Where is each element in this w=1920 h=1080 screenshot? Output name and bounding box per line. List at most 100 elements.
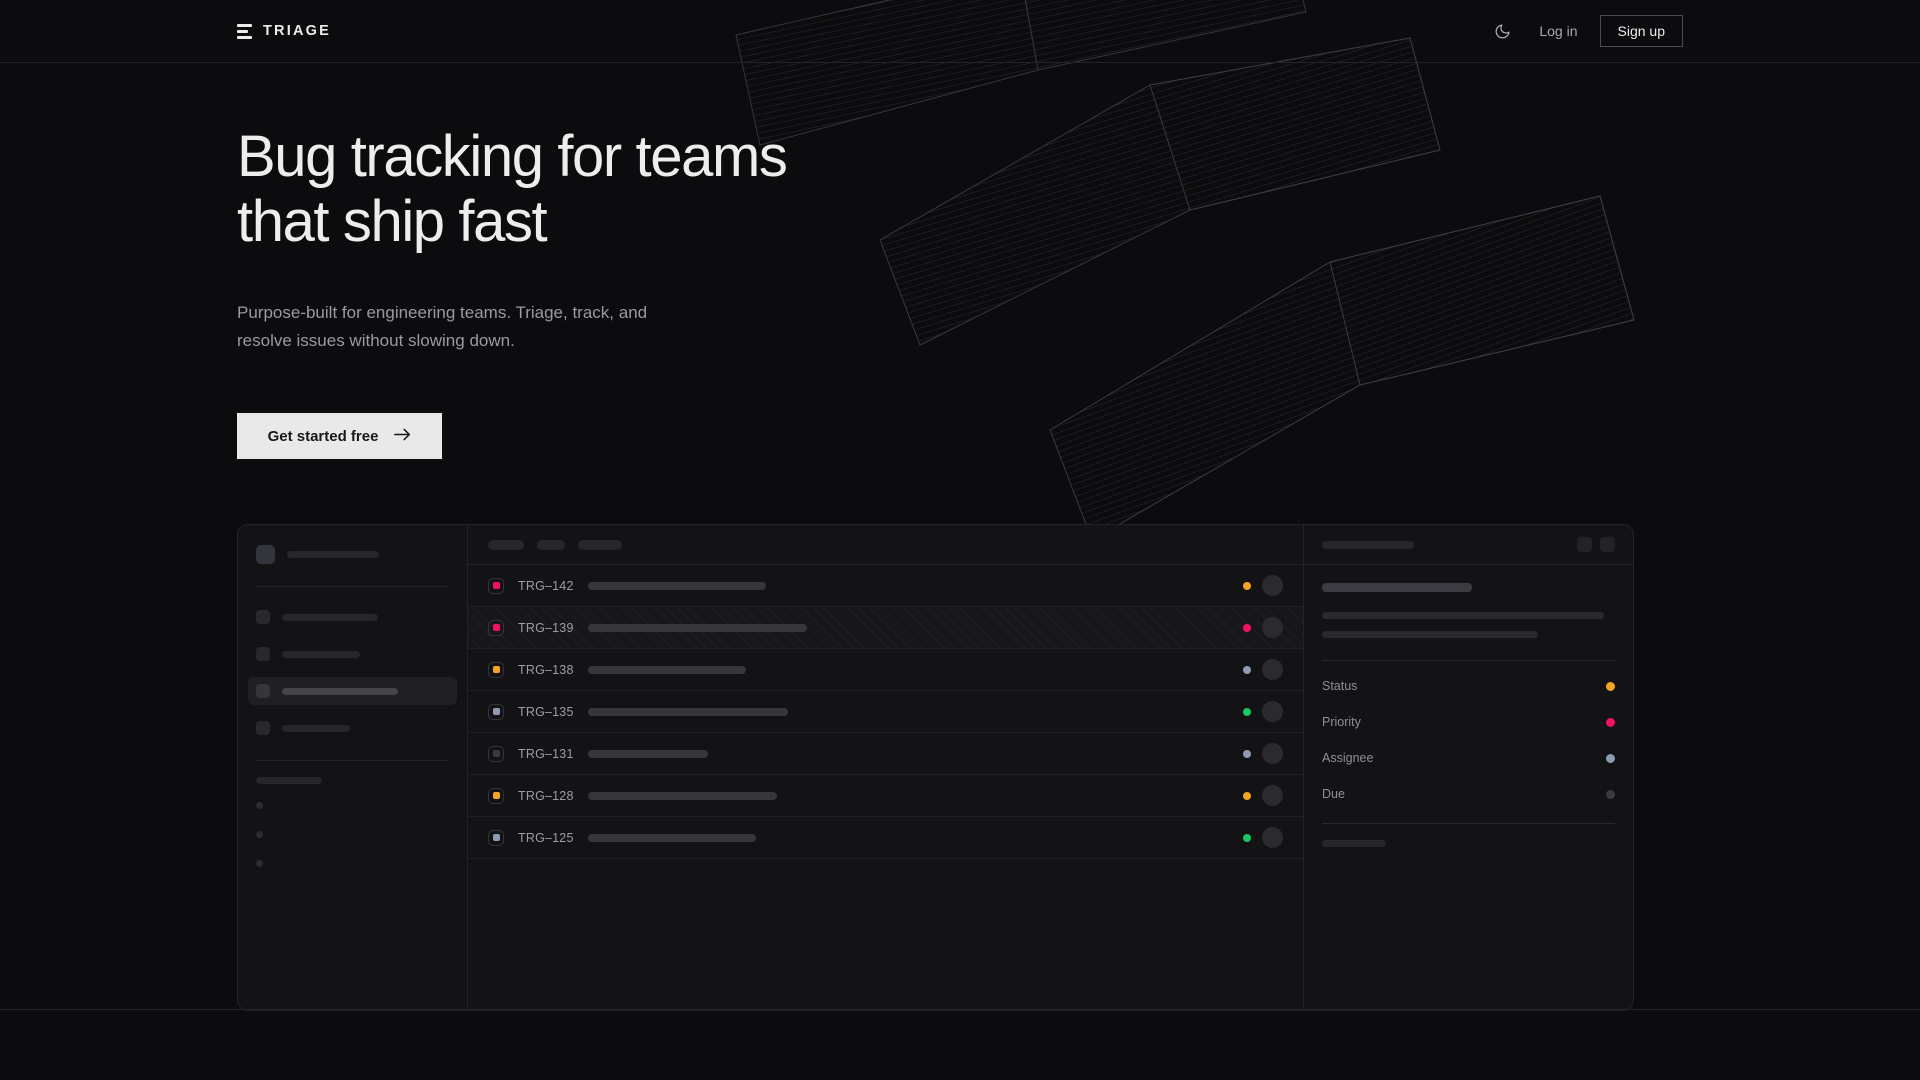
brand-name: TRIAGE	[263, 23, 331, 39]
top-navigation-bar: TRIAGE Log in Sign up	[0, 0, 1920, 63]
issue-title-placeholder	[588, 581, 766, 590]
assignee-avatar	[1262, 785, 1283, 806]
filter-chip-2[interactable]	[537, 539, 565, 550]
priority-badge	[488, 577, 504, 594]
sidebar-mini-item-3[interactable]	[256, 860, 449, 867]
sidebar-item-2-label	[282, 650, 360, 658]
product-screenshot-mockup: TRG–142 TRG–139 TRG–138	[237, 524, 1634, 1011]
sidebar-item-1[interactable]	[248, 603, 457, 631]
sidebar-item-4-icon	[256, 721, 270, 735]
status-dot	[1243, 791, 1251, 800]
filter-chip-1[interactable]	[488, 539, 524, 550]
issue-id: TRG–135	[518, 704, 574, 719]
brand-logo[interactable]: TRIAGE	[237, 23, 331, 39]
workspace-label-placeholder	[287, 551, 379, 558]
status-dot	[1243, 833, 1251, 842]
sidebar-mini-item-2[interactable]	[256, 831, 449, 838]
issue-title-placeholder	[588, 665, 746, 674]
property-value-dot	[1606, 753, 1615, 763]
table-row[interactable]: TRG–139	[468, 607, 1303, 649]
property-row-due[interactable]: Due	[1322, 787, 1615, 801]
sidebar-item-4[interactable]	[248, 714, 457, 742]
assignee-avatar	[1262, 743, 1283, 764]
property-label: Assignee	[1322, 751, 1374, 765]
detail-action-1-icon[interactable]	[1577, 537, 1592, 552]
sidebar-divider-bottom	[256, 760, 449, 761]
priority-badge	[488, 661, 504, 678]
priority-badge	[488, 787, 504, 804]
status-dot	[1243, 581, 1251, 590]
status-dot	[1243, 623, 1251, 632]
issue-title-placeholder	[588, 623, 807, 632]
priority-badge	[488, 745, 504, 762]
property-label: Due	[1322, 787, 1345, 801]
workspace-avatar	[256, 545, 275, 564]
property-row-status[interactable]: Status	[1322, 679, 1615, 693]
page-title: Bug tracking for teams that ship fast	[237, 124, 788, 254]
issue-list-toolbar	[468, 525, 1303, 565]
sidebar-section-label	[256, 777, 449, 784]
issue-id: TRG–131	[518, 746, 574, 761]
table-row[interactable]: TRG–128	[468, 775, 1303, 817]
issue-id: TRG–138	[518, 662, 574, 677]
table-row[interactable]: TRG–138	[468, 649, 1303, 691]
mockup-sidebar	[238, 525, 468, 1010]
sidebar-divider-top	[256, 586, 449, 587]
property-value-dot	[1606, 789, 1615, 799]
property-row-priority[interactable]: Priority	[1322, 715, 1615, 729]
row-meta	[1243, 743, 1283, 764]
sidebar-item-1-icon	[256, 610, 270, 624]
detail-title-placeholder	[1322, 583, 1472, 592]
assignee-avatar	[1262, 827, 1283, 848]
sidebar-item-2-icon	[256, 647, 270, 661]
table-row[interactable]: TRG–142	[468, 565, 1303, 607]
row-meta	[1243, 827, 1283, 848]
row-meta	[1243, 701, 1283, 722]
hero-section: Bug tracking for teams that ship fast Pu…	[237, 124, 788, 459]
detail-panel-body: Status Priority Assignee Due	[1304, 565, 1633, 883]
detail-description-line-2	[1322, 631, 1538, 638]
mockup-detail-panel: Status Priority Assignee Due	[1303, 525, 1633, 1010]
row-meta	[1243, 659, 1283, 680]
get-started-label: Get started free	[267, 427, 379, 445]
assignee-avatar	[1262, 659, 1283, 680]
table-row[interactable]: TRG–131	[468, 733, 1303, 775]
priority-badge	[488, 703, 504, 720]
status-dot	[1243, 707, 1251, 716]
status-dot	[1243, 665, 1251, 674]
detail-action-2-icon[interactable]	[1600, 537, 1615, 552]
sidebar-item-3-icon	[256, 684, 270, 698]
filter-chip-3[interactable]	[578, 539, 622, 550]
bullet-icon	[256, 860, 263, 867]
property-row-assignee[interactable]: Assignee	[1322, 751, 1615, 765]
moon-icon[interactable]	[1487, 16, 1517, 46]
detail-description-line-1	[1322, 612, 1604, 619]
assignee-avatar	[1262, 575, 1283, 596]
login-link[interactable]: Log in	[1539, 23, 1578, 39]
status-dot	[1243, 749, 1251, 758]
issue-id: TRG–139	[518, 620, 574, 635]
stacked-bars-icon	[237, 23, 252, 39]
sidebar-item-3-active[interactable]	[248, 677, 457, 705]
sidebar-item-4-label	[282, 724, 350, 732]
workspace-switcher[interactable]	[256, 545, 449, 564]
table-row[interactable]: TRG–135	[468, 691, 1303, 733]
detail-activity-divider	[1322, 823, 1615, 824]
hero-subheadline: Purpose-built for engineering teams. Tri…	[237, 302, 648, 350]
detail-panel-header	[1304, 525, 1633, 565]
sidebar-item-2[interactable]	[248, 640, 457, 668]
signup-button[interactable]: Sign up	[1599, 15, 1683, 47]
priority-badge	[488, 619, 504, 636]
property-value-dot	[1606, 717, 1615, 727]
assignee-avatar	[1262, 701, 1283, 722]
issue-id: TRG–142	[518, 578, 574, 593]
assignee-avatar	[1262, 617, 1283, 638]
sidebar-mini-item-1[interactable]	[256, 802, 449, 809]
table-row[interactable]: TRG–125	[468, 817, 1303, 859]
get-started-button[interactable]: Get started free	[237, 413, 442, 459]
sidebar-item-1-label	[282, 613, 378, 621]
issue-id: TRG–125	[518, 830, 574, 845]
issue-title-placeholder	[588, 749, 708, 758]
bullet-icon	[256, 802, 263, 809]
